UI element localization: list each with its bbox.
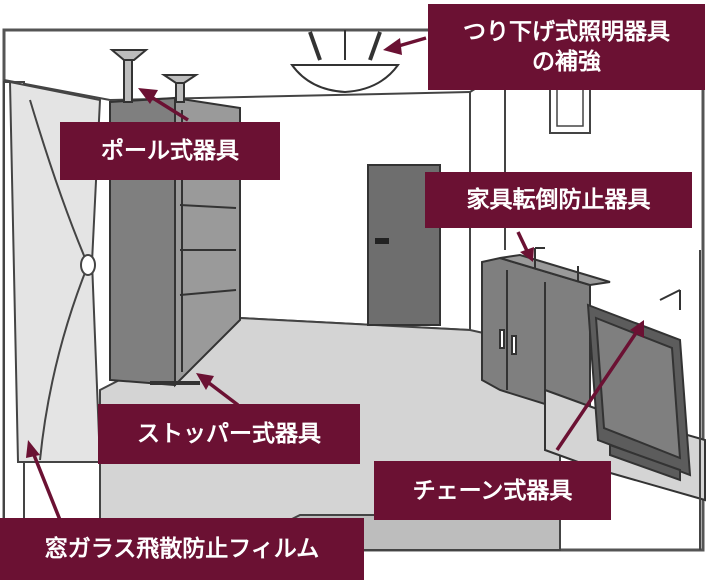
label-window-film: 窓ガラス飛散防止フィルム [0, 518, 364, 580]
label-ceiling-light-line2: の補強 [532, 49, 601, 75]
label-stopper-fixture: ストッパー式器具 [98, 404, 360, 464]
pointer-arrows [26, 36, 644, 521]
ceiling-lamp [290, 30, 400, 94]
door-handle [375, 238, 389, 244]
label-pole-fixture: ポール式器具 [60, 122, 280, 180]
wall-picture-inner [556, 85, 584, 127]
ceiling-poles [109, 49, 200, 103]
label-ceiling-light-line1: つり下げ式照明器具 [463, 19, 670, 45]
television [586, 289, 692, 482]
label-furniture-anti-tip: 家具転倒防止器具 [425, 172, 692, 228]
label-chain-fixture: チェーン式器具 [374, 461, 611, 520]
label-ceiling-light-reinforcement: つり下げ式照明器具 の補強 [428, 4, 705, 90]
cabinet [481, 247, 611, 420]
